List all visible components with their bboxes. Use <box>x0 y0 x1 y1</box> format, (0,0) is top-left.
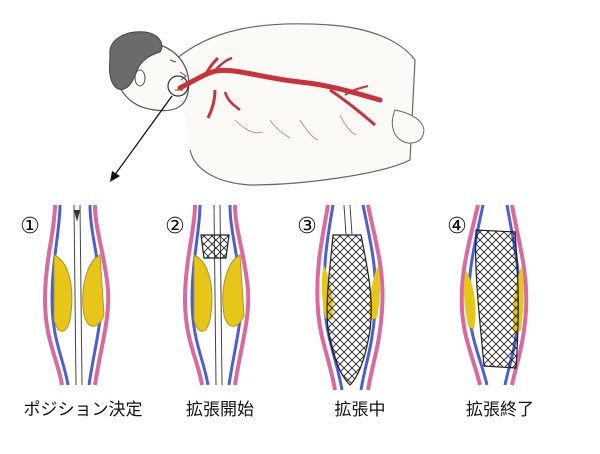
step-number-2: ② <box>165 214 185 239</box>
vessel-panel-2 <box>182 204 251 386</box>
magnify-arrow <box>110 95 173 182</box>
step-label-3: 拡張中 <box>334 400 386 420</box>
step-number-1: ① <box>20 214 40 239</box>
artery-tree <box>177 56 383 127</box>
step-label-1: ポジション決定 <box>23 400 143 420</box>
step-number-3: ③ <box>297 214 317 239</box>
step-label-4: 拡張終了 <box>466 400 534 420</box>
patient-figure <box>109 23 425 186</box>
vessel-panel-1 <box>42 204 111 386</box>
step-label-2: 拡張開始 <box>186 400 254 420</box>
vessel-panel-4 <box>459 204 529 386</box>
vessel-panel-3 <box>315 204 385 391</box>
step-number-4: ④ <box>447 214 467 239</box>
